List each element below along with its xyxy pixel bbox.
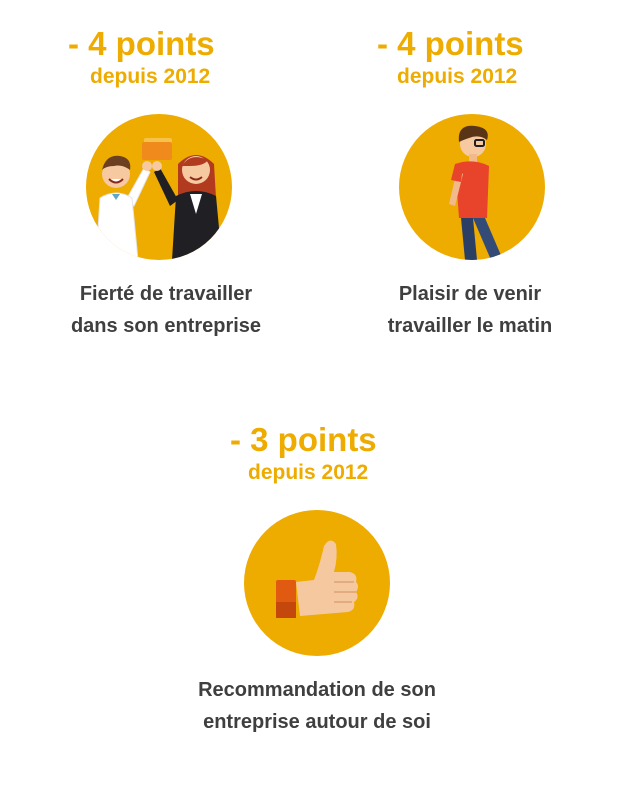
stat-since: depuis 2012 <box>397 65 518 88</box>
caption-line: Fierté de travailler <box>79 283 253 305</box>
caption-line: entreprise autour de soi <box>203 711 431 733</box>
stat-since: depuis 2012 <box>248 461 369 484</box>
stat-caption: Plaisir de venir travailler le matin <box>312 278 628 342</box>
caption-line: travailler le matin <box>387 315 553 337</box>
stat-pleasure: - 4 points depuis 2012 Plaisir de venir … <box>320 0 640 360</box>
stat-caption: Recommandation de son entreprise autour … <box>0 674 634 738</box>
stat-delta: - 4 points <box>377 25 524 62</box>
walking-man-icon <box>399 114 545 260</box>
stat-since: depuis 2012 <box>90 65 211 88</box>
stat-delta: - 3 points <box>230 421 377 458</box>
caption-line: Recommandation de son <box>198 679 436 701</box>
stat-caption: Fierté de travailler dans son entreprise <box>0 278 332 342</box>
caption-line: dans son entreprise <box>70 315 262 337</box>
stat-delta: - 4 points <box>68 25 215 62</box>
colleagues-celebrating-icon <box>86 114 232 260</box>
thumbs-up-icon <box>244 510 390 656</box>
stat-recommendation: - 3 points depuis 2012 Recommandation de… <box>0 380 640 760</box>
caption-line: Plaisir de venir <box>398 283 542 305</box>
stat-pride: - 4 points depuis 2012 <box>0 0 320 360</box>
